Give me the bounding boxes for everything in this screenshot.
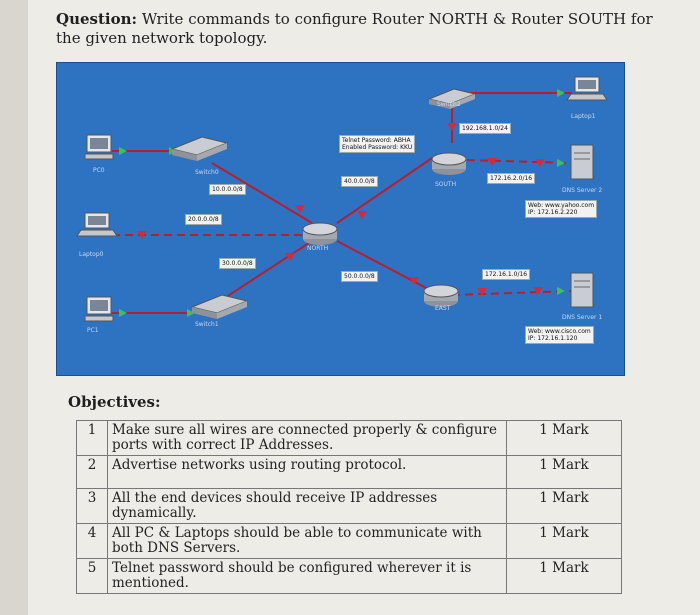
row-text: All the end devices should receive IP ad…: [107, 488, 507, 524]
dns-server-1-info: Web: www.cisco.com IP: 172.16.1.120: [525, 326, 594, 344]
row-number: 4: [76, 523, 108, 559]
question-body: Write commands to configure Router NORTH…: [56, 10, 653, 47]
laptop0-label: Laptop0: [79, 251, 104, 258]
server-icons: [570, 144, 594, 308]
row-text: Advertise networks using routing protoco…: [107, 455, 507, 489]
switch1-label: Switch1: [195, 321, 219, 328]
dns-server-2-web: Web: www.yahoo.com: [528, 202, 595, 209]
switch2-label: Switch2: [437, 101, 461, 108]
row-mark: 1 Mark: [506, 523, 622, 559]
pc0-label: PC0: [93, 167, 105, 174]
router-north-label: NORTH: [307, 245, 329, 252]
net-172-16-1-label: 172.16.1.0/16: [482, 269, 531, 280]
table-row: 2 Advertise networks using routing proto…: [76, 455, 622, 489]
row-mark: 1 Mark: [506, 420, 622, 456]
row-number: 2: [76, 455, 108, 489]
dns-server-2-ip: IP: 172.16.2.220: [528, 209, 578, 216]
dns-server-1-name: DNS Server 1: [562, 314, 603, 321]
switch0-label: Switch0: [195, 169, 219, 176]
table-row: 5 Telnet password should be configured w…: [76, 558, 622, 594]
question-label: Question:: [56, 10, 138, 28]
row-mark: 1 Mark: [506, 455, 622, 489]
net-192-label: 192.168.1.0/24: [459, 123, 511, 134]
row-text: All PC & Laptops should be able to commu…: [107, 523, 507, 559]
row-text: Make sure all wires are connected proper…: [107, 420, 507, 456]
table-row: 3 All the end devices should receive IP …: [76, 488, 622, 524]
enabled-password-label: Enabled Password: KKU: [342, 144, 413, 151]
dns-server-2-info: Web: www.yahoo.com IP: 172.16.2.220: [525, 200, 598, 218]
objectives-heading: Objectives:: [68, 393, 161, 411]
table-row: 1 Make sure all wires are connected prop…: [76, 420, 622, 456]
net-30-label: 30.0.0.0/8: [219, 258, 256, 269]
net-172-16-2-label: 172.16.2.0/16: [487, 173, 536, 184]
router-icons: [302, 152, 467, 307]
row-number: 3: [76, 488, 108, 524]
net-50-label: 50.0.0.0/8: [341, 271, 378, 282]
telnet-password-label: Telnet Password: ABHA: [342, 137, 411, 144]
laptop1-label: Laptop1: [571, 113, 596, 120]
router-south-label: SOUTH: [435, 181, 457, 188]
row-number: 5: [76, 558, 108, 594]
row-text: Telnet password should be configured whe…: [107, 558, 507, 594]
telnet-password-box: Telnet Password: ABHA Enabled Password: …: [339, 135, 416, 153]
row-number: 1: [76, 420, 108, 456]
row-mark: 1 Mark: [506, 488, 622, 524]
net-40-label: 40.0.0.0/8: [341, 176, 378, 187]
dns-server-2-name: DNS Server 2: [562, 187, 603, 194]
row-mark: 1 Mark: [506, 558, 622, 594]
net-20-label: 20.0.0.0/8: [185, 214, 222, 225]
net-10-label: 10.0.0.0/8: [209, 184, 246, 195]
pc-icons: [84, 134, 114, 322]
table-row: 4 All PC & Laptops should be able to com…: [76, 523, 622, 559]
topology-links: [76, 76, 608, 322]
switch-icons: [170, 88, 477, 319]
dns-server-1-ip: IP: 172.16.1.120: [528, 335, 578, 342]
laptop-icons: [76, 76, 608, 237]
pc1-label: PC1: [87, 327, 99, 334]
router-east-label: EAST: [435, 305, 451, 312]
network-topology-diagram: Telnet Password: ABHA Enabled Password: …: [56, 62, 625, 376]
objectives-table: 1 Make sure all wires are connected prop…: [76, 420, 622, 594]
question-text: Question: Write commands to configure Ro…: [56, 10, 676, 48]
dns-server-1-web: Web: www.cisco.com: [528, 328, 591, 335]
